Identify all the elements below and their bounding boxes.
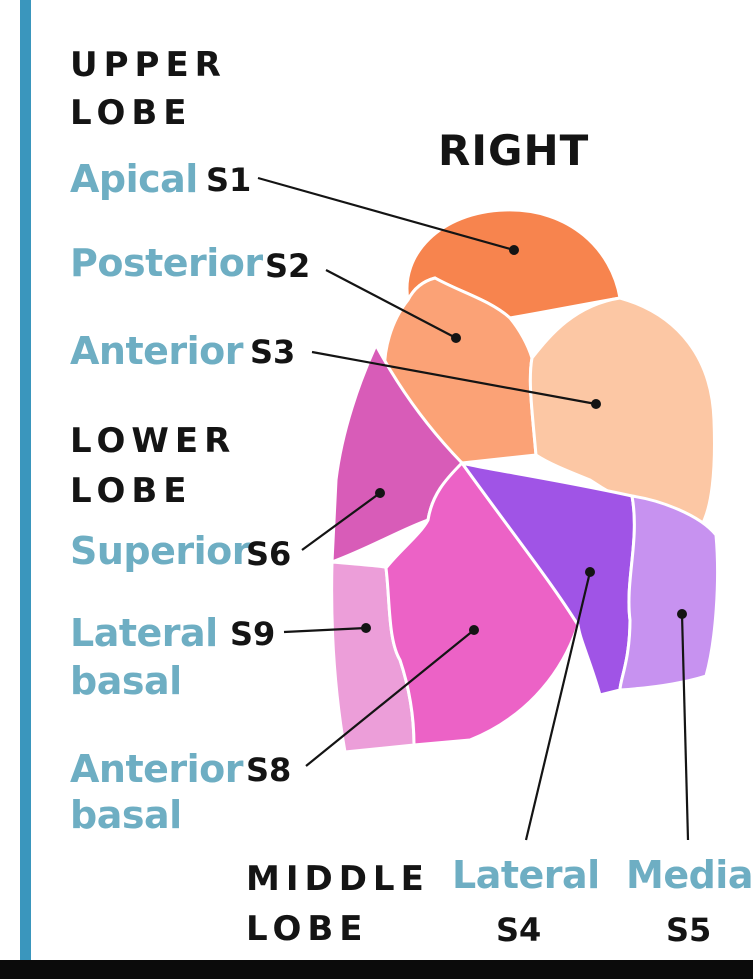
dot-s4 xyxy=(585,567,595,577)
label-anterior-basal-line1: Anterior xyxy=(70,750,243,788)
upper-lobe-header-line1: UPPER xyxy=(70,48,227,82)
dot-s5 xyxy=(677,609,687,619)
diagram-title: RIGHT xyxy=(438,130,589,172)
dot-s9 xyxy=(361,623,371,633)
middle-lobe-header-line2: LOBE xyxy=(246,912,369,946)
label-lateral-middle: Lateral xyxy=(452,856,600,894)
bottom-bar xyxy=(0,960,753,979)
code-s5: S5 xyxy=(666,914,711,946)
lower-lobe-header-line2: LOBE xyxy=(70,474,193,508)
label-anterior-basal-line2: basal xyxy=(70,796,182,834)
code-s2: S2 xyxy=(265,250,310,282)
segment-s5-medial xyxy=(620,496,718,690)
dot-s8 xyxy=(469,625,479,635)
label-lateral-basal-line1: Lateral xyxy=(70,614,218,652)
code-s4: S4 xyxy=(496,914,541,946)
label-apical: Apical xyxy=(70,160,198,198)
lower-lobe-header-line1: LOWER xyxy=(70,424,236,458)
code-s1: S1 xyxy=(206,164,251,196)
dot-s3 xyxy=(591,399,601,409)
label-lateral-basal-line2: basal xyxy=(70,662,182,700)
code-s9: S9 xyxy=(230,618,275,650)
label-anterior: Anterior xyxy=(70,332,243,370)
middle-lobe-header-line1: MIDDLE xyxy=(246,862,430,896)
upper-lobe-header-line2: LOBE xyxy=(70,96,193,130)
code-s6: S6 xyxy=(246,538,291,570)
dot-s6 xyxy=(375,488,385,498)
dot-s1 xyxy=(509,245,519,255)
code-s3: S3 xyxy=(250,336,295,368)
label-superior: Superior xyxy=(70,532,250,570)
label-posterior: Posterior xyxy=(70,244,263,282)
dot-s2 xyxy=(451,333,461,343)
code-s8: S8 xyxy=(246,754,291,786)
label-medial: Media xyxy=(626,856,753,894)
